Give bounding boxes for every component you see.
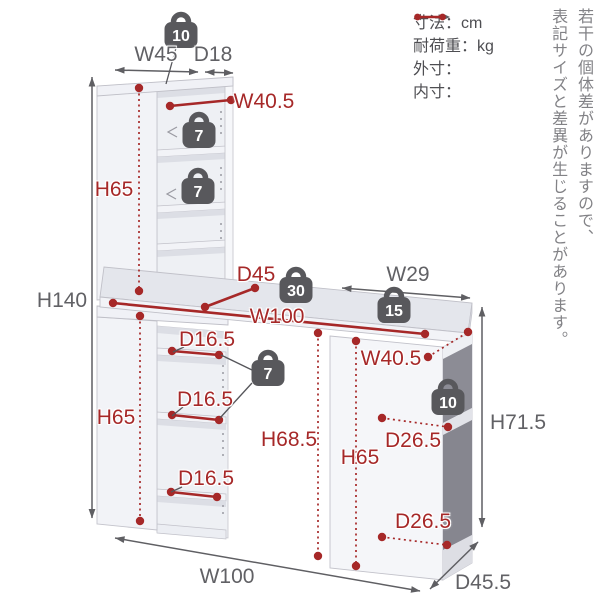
dim-label-w29: W29: [386, 263, 430, 286]
weight-icon: [188, 111, 210, 123]
legend-outer-dim: 外寸：: [413, 13, 494, 78]
legend-load-unit: 耐荷重：kg: [413, 35, 494, 55]
dim-label-w45: W45: [134, 43, 178, 66]
legend-load-label: 耐荷重：kg: [413, 38, 494, 55]
load-value: 10: [439, 395, 457, 412]
shelf-pin-holes: [220, 111, 222, 239]
dim-label-h65-lower-left: H65: [96, 406, 136, 429]
d26-5-a-line: [381, 417, 449, 428]
load-value: 7: [264, 366, 273, 383]
legend-dimension-label: 寸法：cm: [413, 15, 483, 32]
dim-label-d16-5-a: D16.5: [178, 328, 236, 351]
load-badge-top-shelf: 10: [164, 11, 198, 48]
w100-desk-line: [112, 301, 426, 336]
dim-label-w100-bottom: W100: [199, 565, 255, 588]
w45-arrow: [114, 66, 199, 76]
weight-icon: [187, 167, 209, 179]
d18-arrow: [204, 68, 234, 77]
inner-dimension-endpoints: [108, 83, 473, 571]
d16-5-c-line: [170, 490, 218, 499]
load-badge-upper-shelf-1: 7: [182, 111, 216, 148]
right-storage-unit: [329, 331, 473, 581]
dim-label-h68-5: H68.5: [260, 428, 318, 451]
legend-outer-label: 外寸：: [413, 61, 462, 78]
inner-dimension-dotted-lines: [138, 88, 469, 566]
shelf-pin-holes: [222, 365, 224, 514]
weight-icon: [437, 378, 459, 390]
load-value: 7: [194, 184, 203, 201]
dim-label-d26-5-a: D26.5: [384, 429, 442, 452]
load-badge-right-top: 15: [377, 286, 411, 323]
load-value: 15: [385, 303, 403, 320]
legend-dimension-unit: 寸法：cm: [413, 12, 494, 32]
w40-5-top-line: [169, 98, 232, 108]
dim-label-h140: H140: [36, 289, 88, 312]
load-value: 10: [172, 28, 190, 45]
dim-label-w40-5-right: W40.5: [360, 347, 422, 370]
outer-dimension-arrows: [88, 66, 486, 593]
dim-label-d26-5-b: D26.5: [394, 510, 452, 533]
load-value: 7: [195, 128, 204, 145]
load-value: 30: [287, 283, 305, 300]
d16-5-a-line: [171, 349, 220, 357]
dim-label-d16-5-b: D16.5: [176, 388, 234, 411]
w40-5-right-line: [427, 331, 469, 358]
d45-5-arrow: [429, 541, 479, 590]
disclaimer-line-1: 若干の個体差がありますので、: [575, 8, 592, 246]
weight-icon: [257, 349, 279, 361]
dim-label-d16-5-c: D16.5: [177, 467, 235, 490]
load-badge-lower-shelves: 7: [251, 349, 285, 386]
weight-icon: [170, 11, 192, 23]
dim-label-w100-desk: W100: [249, 305, 305, 328]
legend: 寸法：cm 耐荷重：kg 外寸： 内寸：: [413, 12, 494, 101]
leader-lines: [165, 47, 253, 493]
dim-label-h71-5: H71.5: [489, 411, 547, 434]
inner-dimension-lines: [112, 98, 426, 499]
wire-bracket: [165, 126, 178, 200]
dim-label-w40-5-top: W40.5: [233, 90, 295, 113]
dim-label-h65-right: H65: [340, 446, 380, 469]
weight-icon: [285, 266, 307, 278]
d16-5-b-line: [171, 413, 220, 422]
w100-bottom-arrow: [114, 536, 421, 593]
disclaimer-note: 若干の個体差がありますので、 表記サイズと差異が生じることがあります。: [544, 8, 596, 592]
w29-arrow: [341, 285, 471, 301]
load-badge-upper-shelf-2: 7: [181, 167, 215, 204]
dim-label-d45: D45: [236, 263, 276, 286]
load-badge-desk-top: 30: [279, 266, 313, 303]
weight-icon: [383, 286, 405, 298]
dim-label-d18: D18: [193, 43, 233, 66]
legend-inner-label: 内寸：: [413, 84, 462, 101]
dim-label-d45-5: D45.5: [454, 571, 512, 594]
disclaimer-line-2: 表記サイズと差異が生じることがあります。: [549, 8, 567, 348]
legend-inner-dim: 内寸：: [413, 13, 494, 101]
dim-label-h65-top: H65: [94, 178, 134, 201]
load-badge-right-inner: 10: [431, 378, 465, 415]
d45-line: [204, 286, 256, 309]
